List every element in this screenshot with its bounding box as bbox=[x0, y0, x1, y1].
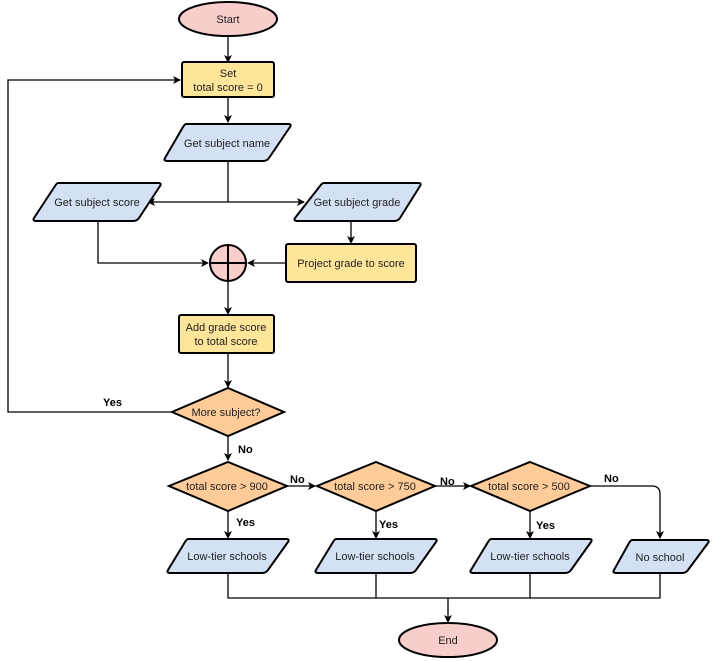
node-start[interactable]: Start bbox=[178, 1, 278, 37]
edge-500-no bbox=[590, 485, 664, 539]
edge-label-900-yes: Yes bbox=[236, 517, 255, 529]
get-subject-grade-label: Get subject grade bbox=[314, 197, 401, 209]
project-grade-shape bbox=[285, 243, 417, 283]
node-get-subject-name[interactable]: Get subject name bbox=[163, 123, 292, 162]
start-label: Start bbox=[216, 14, 239, 26]
decision-500-shape bbox=[468, 460, 593, 513]
start-shape bbox=[178, 1, 278, 37]
decision-900-label: total score > 900 bbox=[186, 481, 268, 493]
edge-more-yes-loop bbox=[7, 76, 181, 413]
add-grade-label-2: to total score bbox=[195, 336, 258, 348]
edge-label-750-yes: Yes bbox=[379, 519, 398, 531]
edge-merge-bus bbox=[227, 573, 661, 599]
get-subject-name-shape bbox=[163, 123, 292, 162]
edge-label-750-no: No bbox=[440, 476, 455, 488]
more-subject-shape bbox=[169, 386, 287, 438]
node-no-school[interactable]: No school bbox=[612, 539, 710, 574]
output-900-shape bbox=[166, 538, 290, 574]
decision-900-shape bbox=[166, 460, 290, 513]
output-750-shape bbox=[314, 538, 438, 574]
add-grade-shape bbox=[178, 314, 275, 354]
node-more-subject[interactable]: More subject? bbox=[169, 386, 287, 438]
edge-labels: Yes No No Yes No Yes No Yes bbox=[103, 397, 619, 532]
edge-label-900-no: No bbox=[290, 474, 305, 486]
set-total-shape bbox=[181, 61, 275, 98]
set-total-label-1: Set bbox=[220, 68, 237, 80]
connectors bbox=[7, 36, 664, 623]
edge-label-500-yes: Yes bbox=[536, 520, 555, 532]
end-shape bbox=[398, 622, 498, 658]
edge-label-more-yes: Yes bbox=[103, 397, 122, 409]
end-label: End bbox=[438, 635, 458, 647]
node-summing-junction[interactable] bbox=[209, 244, 247, 282]
output-900-label: Low-tier schools bbox=[187, 551, 267, 563]
node-project-grade[interactable]: Project grade to score bbox=[285, 243, 417, 283]
output-500-shape bbox=[469, 538, 593, 574]
set-total-label-2: total score = 0 bbox=[193, 82, 262, 94]
more-subject-label: More subject? bbox=[191, 407, 260, 419]
edge-label-more-no: No bbox=[238, 444, 253, 456]
node-decision-900[interactable]: total score > 900 bbox=[166, 460, 290, 513]
get-subject-score-label: Get subject score bbox=[54, 197, 140, 209]
node-output-900[interactable]: Low-tier schools bbox=[166, 538, 290, 574]
get-subject-name-label: Get subject name bbox=[184, 138, 270, 150]
edge-score-to-junction bbox=[97, 221, 209, 267]
output-500-label: Low-tier schools bbox=[490, 551, 570, 563]
node-get-subject-score[interactable]: Get subject score bbox=[32, 182, 162, 222]
node-decision-500[interactable]: total score > 500 bbox=[468, 460, 593, 513]
decision-750-shape bbox=[314, 460, 438, 513]
node-decision-750[interactable]: total score > 750 bbox=[314, 460, 438, 513]
output-750-label: Low-tier schools bbox=[335, 551, 415, 563]
no-school-label: No school bbox=[636, 552, 685, 564]
add-grade-label-1: Add grade score bbox=[186, 322, 267, 334]
no-school-shape bbox=[612, 539, 710, 574]
get-subject-score-shape bbox=[32, 182, 162, 222]
node-get-subject-grade[interactable]: Get subject grade bbox=[293, 182, 422, 222]
edge-label-500-no: No bbox=[604, 473, 619, 485]
node-set-total[interactable]: Set total score = 0 bbox=[181, 61, 275, 98]
node-output-500[interactable]: Low-tier schools bbox=[469, 538, 593, 574]
project-grade-label: Project grade to score bbox=[297, 258, 405, 270]
decision-500-label: total score > 500 bbox=[488, 481, 570, 493]
decision-750-label: total score > 750 bbox=[334, 481, 416, 493]
node-end[interactable]: End bbox=[398, 622, 498, 658]
get-subject-grade-shape bbox=[293, 182, 422, 222]
node-output-750[interactable]: Low-tier schools bbox=[314, 538, 438, 574]
node-add-grade[interactable]: Add grade score to total score bbox=[178, 314, 275, 354]
